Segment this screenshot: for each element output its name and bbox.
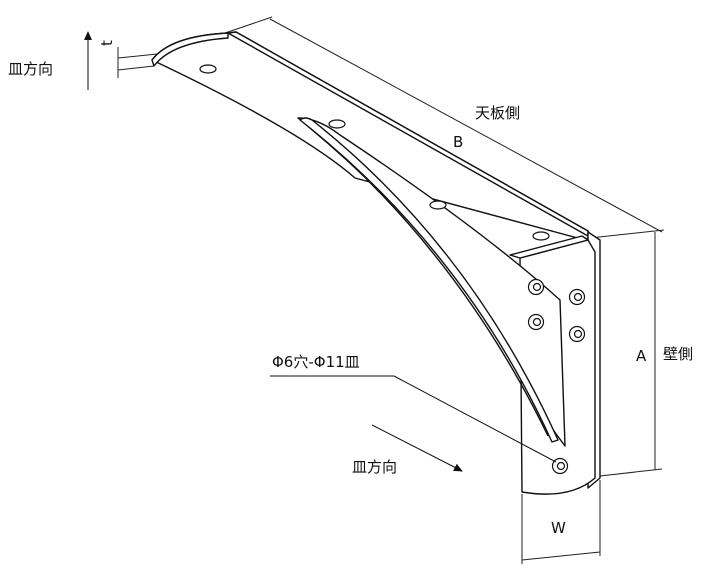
sara-direction-label-bottom: 皿方向 — [352, 458, 398, 476]
dimension-lines — [117, 16, 665, 564]
top-plate — [151, 31, 591, 241]
top-hole-3 — [429, 200, 447, 210]
dim-a-ext-bottom — [599, 468, 663, 477]
top-hole-2 — [328, 119, 346, 129]
wall-hole-2-inner — [573, 292, 583, 302]
dim-a-label: A — [636, 347, 647, 365]
wall-side-label: 壁側 — [663, 345, 694, 363]
top-board-side-label: 天板側 — [475, 104, 521, 122]
top-hole-4 — [532, 231, 550, 241]
wall-hole-3-inner — [532, 317, 542, 327]
dim-t-tick-upper — [117, 53, 158, 59]
gusset-slot — [299, 117, 559, 443]
hole-spec-label: Φ6穴-Φ11皿 — [272, 353, 360, 371]
dim-b-line — [269, 18, 663, 233]
dim-b-ext-right — [589, 229, 665, 239]
wall-hole-4-inner — [573, 329, 583, 339]
top-plate-holes — [199, 64, 550, 241]
top-plate-end — [151, 32, 229, 67]
wall-plate-top — [509, 235, 589, 259]
dim-w-line — [521, 551, 601, 561]
bracket-body — [151, 31, 601, 495]
wall-hole-5-inner — [556, 461, 566, 471]
dim-t-tick-lower — [117, 65, 155, 71]
dim-b-label: B — [453, 133, 464, 151]
annotation-lines — [84, 31, 557, 472]
top-hole-1 — [199, 64, 217, 74]
sara-direction-arrow-bottom — [371, 424, 463, 472]
hole-leader-line — [393, 375, 557, 463]
top-plate-edge — [227, 31, 589, 237]
wall-plate-holes — [527, 278, 586, 475]
sara-direction-label-top: 皿方向 — [8, 60, 54, 78]
dim-b-ext-left — [224, 16, 273, 34]
dim-w-label: W — [551, 519, 566, 537]
thickness-label: t — [98, 40, 116, 46]
wall-hole-1-inner — [532, 282, 542, 292]
